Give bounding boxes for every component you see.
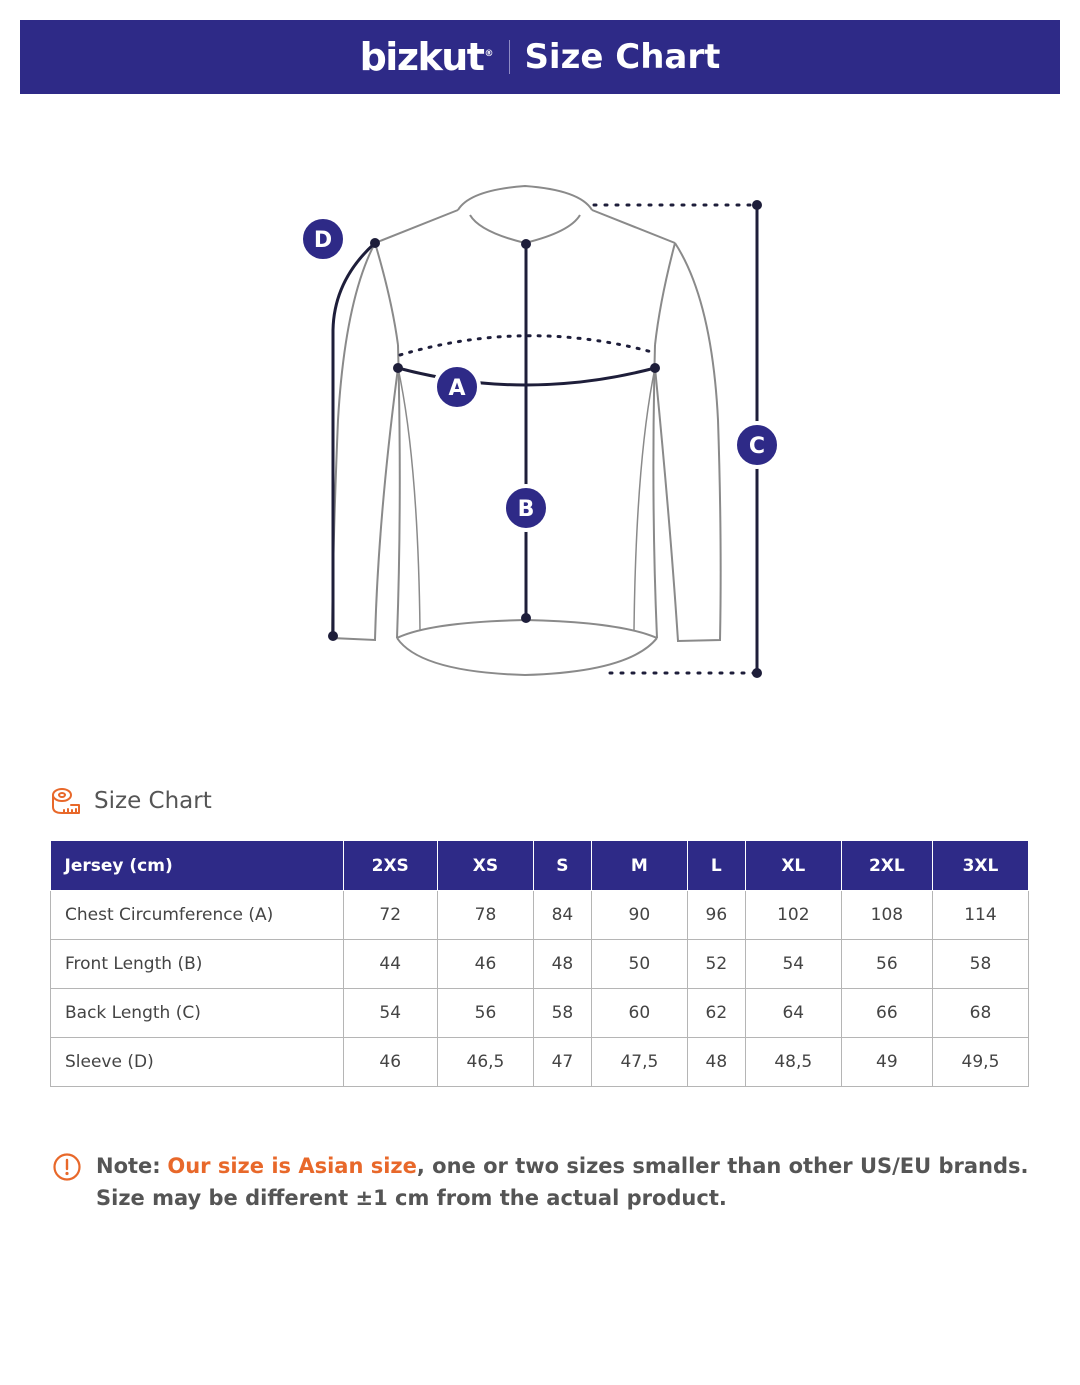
column-header: XL	[744, 840, 842, 891]
column-header: 2XL	[840, 840, 933, 891]
table-cell: 72	[342, 890, 438, 940]
size-table: Jersey (cm) 2XS XS S M L XL 2XL 3XL Ches…	[50, 840, 1030, 1087]
table-cell: 66	[840, 988, 933, 1038]
table-cell: 78	[436, 890, 534, 940]
table-cell: 84	[532, 890, 592, 940]
note-highlight: Our size is Asian size	[167, 1154, 417, 1178]
column-header: XS	[436, 840, 534, 891]
sleeve-bottom-dot	[328, 631, 338, 641]
table-cell: 56	[436, 988, 534, 1038]
table-cell: 47	[532, 1037, 592, 1087]
table-cell: Sleeve (D)	[50, 1037, 344, 1087]
header-bar: bizkut® Size Chart	[20, 20, 1060, 94]
table-cell: 54	[744, 939, 842, 989]
front-top-dot	[521, 239, 531, 249]
table-cell: Front Length (B)	[50, 939, 344, 989]
table-header-row: Jersey (cm) 2XS XS S M L XL 2XL 3XL	[50, 840, 1030, 891]
table-cell: 58	[532, 988, 592, 1038]
column-header: L	[686, 840, 746, 891]
table-row: Sleeve (D) 46 46,5 47 47,5 48 48,5 49 49…	[50, 1037, 1030, 1087]
back-bottom-dot	[752, 668, 762, 678]
column-header: M	[590, 840, 688, 891]
measuring-tape-icon	[52, 788, 80, 814]
column-header: 3XL	[931, 840, 1030, 891]
column-header: Jersey (cm)	[50, 840, 344, 891]
table-cell: 46	[342, 1037, 438, 1087]
table-cell: 49	[840, 1037, 933, 1087]
table-cell: 52	[686, 939, 746, 989]
size-note: Note: Our size is Asian size, one or two…	[52, 1150, 1029, 1214]
alert-circle-icon	[53, 1153, 81, 1181]
table-cell: 68	[931, 988, 1030, 1038]
note-line-2: Size may be different ±1 cm from the act…	[96, 1186, 727, 1210]
svg-text:C: C	[749, 434, 765, 459]
table-cell: 54	[342, 988, 438, 1038]
sleeve-measure-line	[331, 241, 377, 636]
note-label: Note:	[96, 1154, 161, 1178]
table-cell: 50	[590, 939, 688, 989]
table-row: Front Length (B) 44 46 48 50 52 54 56 58	[50, 939, 1030, 989]
note-text: Note: Our size is Asian size, one or two…	[96, 1150, 1029, 1214]
table-cell: 47,5	[590, 1037, 688, 1087]
table-cell: 48	[686, 1037, 746, 1087]
sleeve-top-dot	[370, 238, 380, 248]
section-label: Size Chart	[94, 788, 212, 814]
table-cell: 44	[342, 939, 438, 989]
jersey-diagram: A B C D	[299, 184, 781, 678]
table-cell: 48	[532, 939, 592, 989]
table-cell: 48,5	[744, 1037, 842, 1087]
table-cell: 96	[686, 890, 746, 940]
table-row: Chest Circumference (A) 72 78 84 90 96 1…	[50, 890, 1030, 940]
chest-left-dot	[393, 363, 403, 373]
table-cell: 62	[686, 988, 746, 1038]
table-cell: Chest Circumference (A)	[50, 890, 344, 940]
table-cell: Back Length (C)	[50, 988, 344, 1038]
marker-b-badge: B	[502, 484, 550, 532]
svg-text:D: D	[314, 228, 332, 253]
brand-logo: bizkut®	[359, 35, 494, 79]
svg-text:B: B	[518, 497, 535, 522]
chest-right-dot	[650, 363, 660, 373]
table-cell: 46	[436, 939, 534, 989]
table-cell: 114	[931, 890, 1030, 940]
table-cell: 60	[590, 988, 688, 1038]
table-cell: 58	[931, 939, 1030, 989]
table-cell: 49,5	[931, 1037, 1030, 1087]
table-cell: 90	[590, 890, 688, 940]
note-line-1: Note: Our size is Asian size, one or two…	[96, 1150, 1029, 1182]
marker-c-badge: C	[733, 421, 781, 469]
front-bottom-dot	[521, 613, 531, 623]
section-heading: Size Chart	[50, 785, 212, 817]
marker-a-badge: A	[433, 363, 481, 411]
column-header: S	[532, 840, 592, 891]
chest-back-dots	[398, 334, 654, 357]
svg-text:A: A	[448, 376, 465, 401]
note-rest: , one or two sizes smaller than other US…	[416, 1154, 1029, 1178]
table-cell: 46,5	[436, 1037, 534, 1087]
marker-d-badge: D	[299, 215, 347, 263]
page-title: Size Chart	[524, 37, 721, 77]
table-row: Back Length (C) 54 56 58 60 62 64 66 68	[50, 988, 1030, 1038]
header-divider	[509, 40, 511, 74]
back-top-dot	[752, 200, 762, 210]
table-cell: 56	[840, 939, 933, 989]
column-header: 2XS	[342, 840, 438, 891]
table-cell: 102	[744, 890, 842, 940]
table-cell: 64	[744, 988, 842, 1038]
table-cell: 108	[840, 890, 933, 940]
